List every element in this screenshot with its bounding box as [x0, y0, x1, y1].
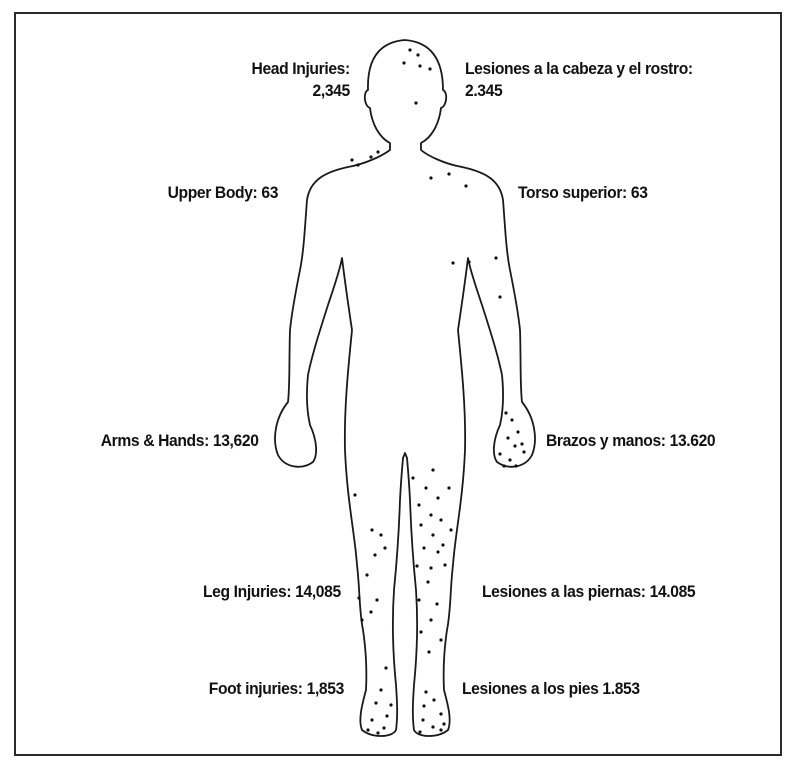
body-outline	[275, 40, 535, 736]
foot-injuries-label-es: Lesiones a los pies 1.853	[462, 678, 640, 700]
injury-dot	[365, 573, 368, 576]
injury-dot	[429, 513, 432, 516]
injury-dot	[384, 666, 387, 669]
injury-dot	[360, 618, 363, 621]
injury-dot	[424, 486, 427, 489]
injury-dot	[414, 101, 417, 104]
head-injuries-title-en: Head Injuries:	[252, 58, 350, 80]
injury-dot	[498, 452, 501, 455]
head-injuries-label-en: Head Injuries: 2,345	[252, 58, 350, 102]
injury-dot	[439, 518, 442, 521]
injury-dot	[422, 704, 425, 707]
injury-dot	[369, 155, 372, 158]
injury-dot	[416, 53, 419, 56]
injury-dot	[421, 718, 424, 721]
injury-dot	[385, 714, 388, 717]
head-injuries-count-en: 2,345	[252, 80, 350, 102]
injury-dot	[464, 184, 467, 187]
injury-dot	[439, 638, 442, 641]
injury-dot	[408, 48, 411, 51]
injury-dot	[502, 464, 505, 467]
injury-dot	[356, 163, 359, 166]
injury-dot	[353, 493, 356, 496]
injury-dot	[449, 528, 452, 531]
injury-dot	[422, 546, 425, 549]
injury-dot	[357, 596, 360, 599]
injury-dot	[370, 528, 373, 531]
injury-dot	[510, 418, 513, 421]
injury-dot	[418, 730, 421, 733]
injury-dot	[441, 543, 444, 546]
head-injuries-title-es: Lesiones a la cabeza y el rostro:	[465, 58, 693, 80]
injury-dot	[451, 261, 454, 264]
injury-dot	[374, 701, 377, 704]
injury-dot	[426, 580, 429, 583]
head-injuries-label-es: Lesiones a la cabeza y el rostro: 2.345	[465, 58, 693, 102]
injury-dot	[411, 476, 414, 479]
injury-dot	[443, 563, 446, 566]
injury-dot	[379, 688, 382, 691]
injury-dot	[494, 256, 497, 259]
injury-dot	[431, 533, 434, 536]
upper-body-label-en: Upper Body: 63	[168, 182, 278, 204]
leg-injuries-label-es: Lesiones a las piernas: 14.085	[482, 581, 695, 603]
injury-dot	[514, 464, 517, 467]
injury-dot	[379, 533, 382, 536]
injury-dot	[389, 703, 392, 706]
injury-dot	[506, 436, 509, 439]
arms-hands-label-en: Arms & Hands: 13,620	[101, 430, 259, 452]
injury-dot	[373, 553, 376, 556]
injury-dot	[419, 630, 422, 633]
injury-dot	[370, 718, 373, 721]
injury-dot	[467, 260, 470, 263]
injury-dot	[429, 618, 432, 621]
injury-dot	[429, 176, 432, 179]
injury-dot	[436, 550, 439, 553]
injury-dot	[431, 725, 434, 728]
injury-dot	[504, 411, 507, 414]
injury-dot	[439, 728, 442, 731]
injury-dot	[419, 523, 422, 526]
head-injuries-count-es: 2.345	[465, 80, 693, 102]
injury-dot	[431, 468, 434, 471]
injury-dot	[427, 650, 430, 653]
injury-dot	[350, 158, 353, 161]
foot-injuries-label-en: Foot injuries: 1,853	[209, 678, 344, 700]
injury-dot	[402, 61, 405, 64]
injury-dot	[418, 64, 421, 67]
injury-dot	[520, 442, 523, 445]
upper-body-label-es: Torso superior: 63	[518, 182, 648, 204]
injury-dot	[376, 150, 379, 153]
injury-dot	[417, 503, 420, 506]
injury-dot	[369, 610, 372, 613]
injury-dot	[428, 67, 431, 70]
injury-dot	[366, 728, 369, 731]
injury-dot	[383, 546, 386, 549]
injury-dot	[498, 295, 501, 298]
injury-dot	[429, 566, 432, 569]
injury-dot	[376, 731, 379, 734]
injury-dot	[436, 496, 439, 499]
injury-dot	[439, 712, 442, 715]
injury-dot	[382, 726, 385, 729]
leg-injuries-label-en: Leg Injuries: 14,085	[203, 581, 341, 603]
injury-dot	[516, 430, 519, 433]
injury-dot	[435, 602, 438, 605]
injury-dot	[417, 598, 420, 601]
injury-dot	[447, 486, 450, 489]
injury-dot	[424, 690, 427, 693]
injury-dot	[432, 698, 435, 701]
injury-dot	[375, 598, 378, 601]
arms-hands-label-es: Brazos y manos: 13.620	[546, 430, 715, 452]
injury-dots	[350, 48, 525, 734]
injury-dot	[415, 564, 418, 567]
injury-dot	[447, 172, 450, 175]
injury-dot	[522, 450, 525, 453]
injury-dot	[513, 444, 516, 447]
injury-dot	[508, 458, 511, 461]
injury-dot	[442, 722, 445, 725]
